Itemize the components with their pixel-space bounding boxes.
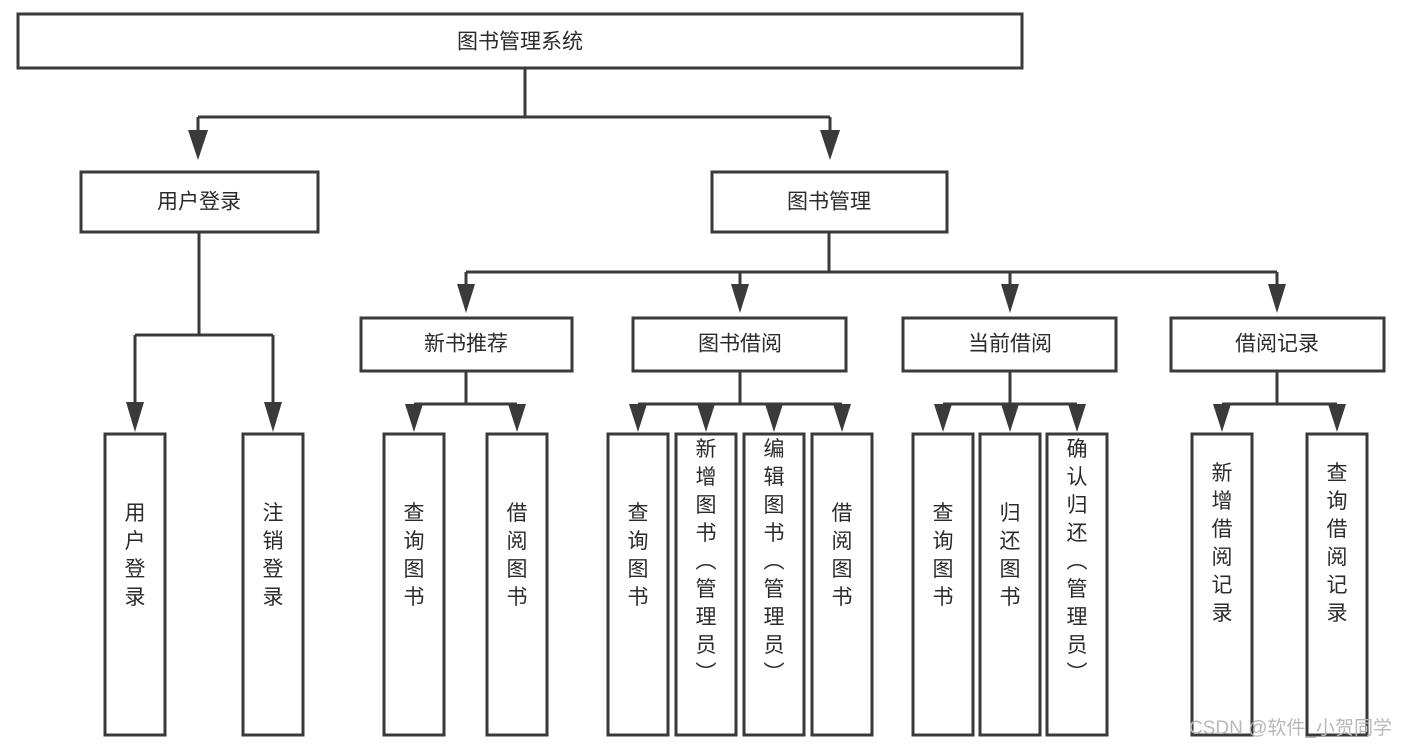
arrow-head-to-leaf-return-book: [1001, 404, 1019, 432]
leaf-query-book-2-label: 查询图书: [628, 502, 649, 609]
leaf-query-book-1[interactable]: 查询图书: [382, 432, 446, 737]
csdn-watermark: CSDN @软件_小贺同学: [1189, 717, 1392, 739]
leaf-query-book-3-box[interactable]: [911, 432, 975, 737]
leaf-add-book-box[interactable]: [674, 432, 738, 737]
leaf-query-book-3[interactable]: 查询图书: [911, 432, 975, 737]
leaf-borrow-book-1-label: 借阅图书: [507, 502, 528, 609]
node-current-borrow-box[interactable]: [901, 316, 1118, 373]
leaf-logout-login-label: 注销登录: [263, 502, 284, 609]
arrow-head-to-leaf-query-book-2: [629, 404, 647, 432]
leaf-edit-book[interactable]: 编辑图书︵管理员︶: [742, 432, 806, 737]
leaf-query-book-1-label: 查询图书: [404, 502, 425, 609]
leaf-add-book[interactable]: 新增图书︵管理员︶: [674, 432, 738, 737]
node-book-manage-label: 图书管理: [787, 191, 871, 214]
leaf-query-record-label: 查询借阅记录: [1327, 462, 1348, 625]
leaf-return-book[interactable]: 归还图书: [978, 432, 1042, 737]
leaf-query-record[interactable]: 查询借阅记录: [1305, 432, 1369, 737]
arrow-head-root-to-book-manage: [820, 130, 840, 160]
leaf-borrow-book-1[interactable]: 借阅图书: [485, 432, 549, 737]
arrow-head-root-to-user-login: [188, 130, 208, 160]
leaf-confirm-return-box[interactable]: [1045, 432, 1109, 737]
leaf-query-record-box[interactable]: [1305, 432, 1369, 737]
leaf-confirm-return[interactable]: 确认归还︵管理员︶: [1045, 432, 1109, 737]
node-current-borrow[interactable]: 当前借阅: [901, 316, 1118, 373]
leaf-edit-book-box[interactable]: [742, 432, 806, 737]
node-book-borrow[interactable]: 图书借阅: [631, 316, 848, 373]
node-new-book-recommend[interactable]: 新书推荐: [359, 316, 574, 373]
node-borrow-record-label: 借阅记录: [1235, 333, 1319, 356]
node-current-borrow-label: 当前借阅: [968, 333, 1052, 356]
arrow-head-to-leaf-confirm-return: [1068, 404, 1086, 432]
leaf-borrow-book-2-label: 借阅图书: [832, 502, 853, 609]
node-new-book-recommend-box[interactable]: [359, 316, 574, 373]
leaf-logout-login[interactable]: 注销登录: [241, 432, 305, 737]
arrow-head-to-new-book-recommend: [457, 284, 475, 313]
leaf-add-book-label: 新增图书︵管理员︶: [696, 438, 717, 685]
arrow-head-to-leaf-add-book: [697, 404, 715, 432]
arrow-head-to-leaf-edit-book: [765, 404, 783, 432]
leaf-query-book-2-box[interactable]: [606, 432, 670, 737]
leaf-add-record-label: 新增借阅记录: [1212, 462, 1233, 625]
leaf-query-book-1-box[interactable]: [382, 432, 446, 737]
arrow-head-to-leaf-query-book-3: [934, 404, 952, 432]
arrow-head-to-book-borrow: [731, 284, 749, 313]
leaf-user-login-label: 用户登录: [125, 502, 146, 609]
arrow-head-to-leaf-add-record: [1213, 404, 1231, 432]
leaf-user-login[interactable]: 用户登录: [103, 432, 167, 737]
leaf-query-book-3-label: 查询图书: [933, 502, 954, 609]
arrow-head-to-leaf-query-book-1: [405, 404, 423, 432]
leaf-add-record-box[interactable]: [1190, 432, 1254, 737]
arrow-head-to-current-borrow: [1001, 284, 1019, 313]
node-book-manage[interactable]: 图书管理: [710, 170, 949, 234]
arrow-head-to-leaf-query-record: [1328, 404, 1346, 432]
arrow-head-to-leaf-borrow-book-1: [508, 404, 526, 432]
leaf-return-book-box[interactable]: [978, 432, 1042, 737]
leaf-user-login-box[interactable]: [103, 432, 167, 737]
node-root[interactable]: 图书管理系统: [16, 12, 1024, 70]
node-borrow-record[interactable]: 借阅记录: [1169, 316, 1386, 373]
arrow-head-to-leaf-logout-login: [264, 402, 282, 432]
node-user-login-label: 用户登录: [157, 191, 241, 214]
leaf-logout-login-box[interactable]: [241, 432, 305, 737]
arrow-head-to-leaf-user-login: [126, 402, 144, 432]
leaf-borrow-book-2[interactable]: 借阅图书: [810, 432, 874, 737]
arrow-head-to-borrow-record: [1268, 284, 1286, 313]
leaf-query-book-2[interactable]: 查询图书: [606, 432, 670, 737]
leaf-edit-book-label: 编辑图书︵管理员︶: [764, 438, 785, 685]
node-user-login[interactable]: 用户登录: [79, 170, 320, 234]
node-root-box[interactable]: [16, 12, 1024, 70]
node-root-label: 图书管理系统: [457, 31, 583, 54]
node-borrow-record-box[interactable]: [1169, 316, 1386, 373]
leaf-borrow-book-2-box[interactable]: [810, 432, 874, 737]
arrow-head-to-leaf-borrow-book-2: [833, 404, 851, 432]
node-new-book-recommend-label: 新书推荐: [424, 333, 508, 356]
leaf-borrow-book-1-box[interactable]: [485, 432, 549, 737]
leaf-add-record[interactable]: 新增借阅记录: [1190, 432, 1254, 737]
node-book-borrow-box[interactable]: [631, 316, 848, 373]
node-book-manage-box[interactable]: [710, 170, 949, 234]
leaf-return-book-label: 归还图书: [1000, 502, 1021, 609]
node-book-borrow-label: 图书借阅: [698, 333, 782, 356]
leaf-confirm-return-label: 确认归还︵管理员︶: [1067, 438, 1088, 685]
